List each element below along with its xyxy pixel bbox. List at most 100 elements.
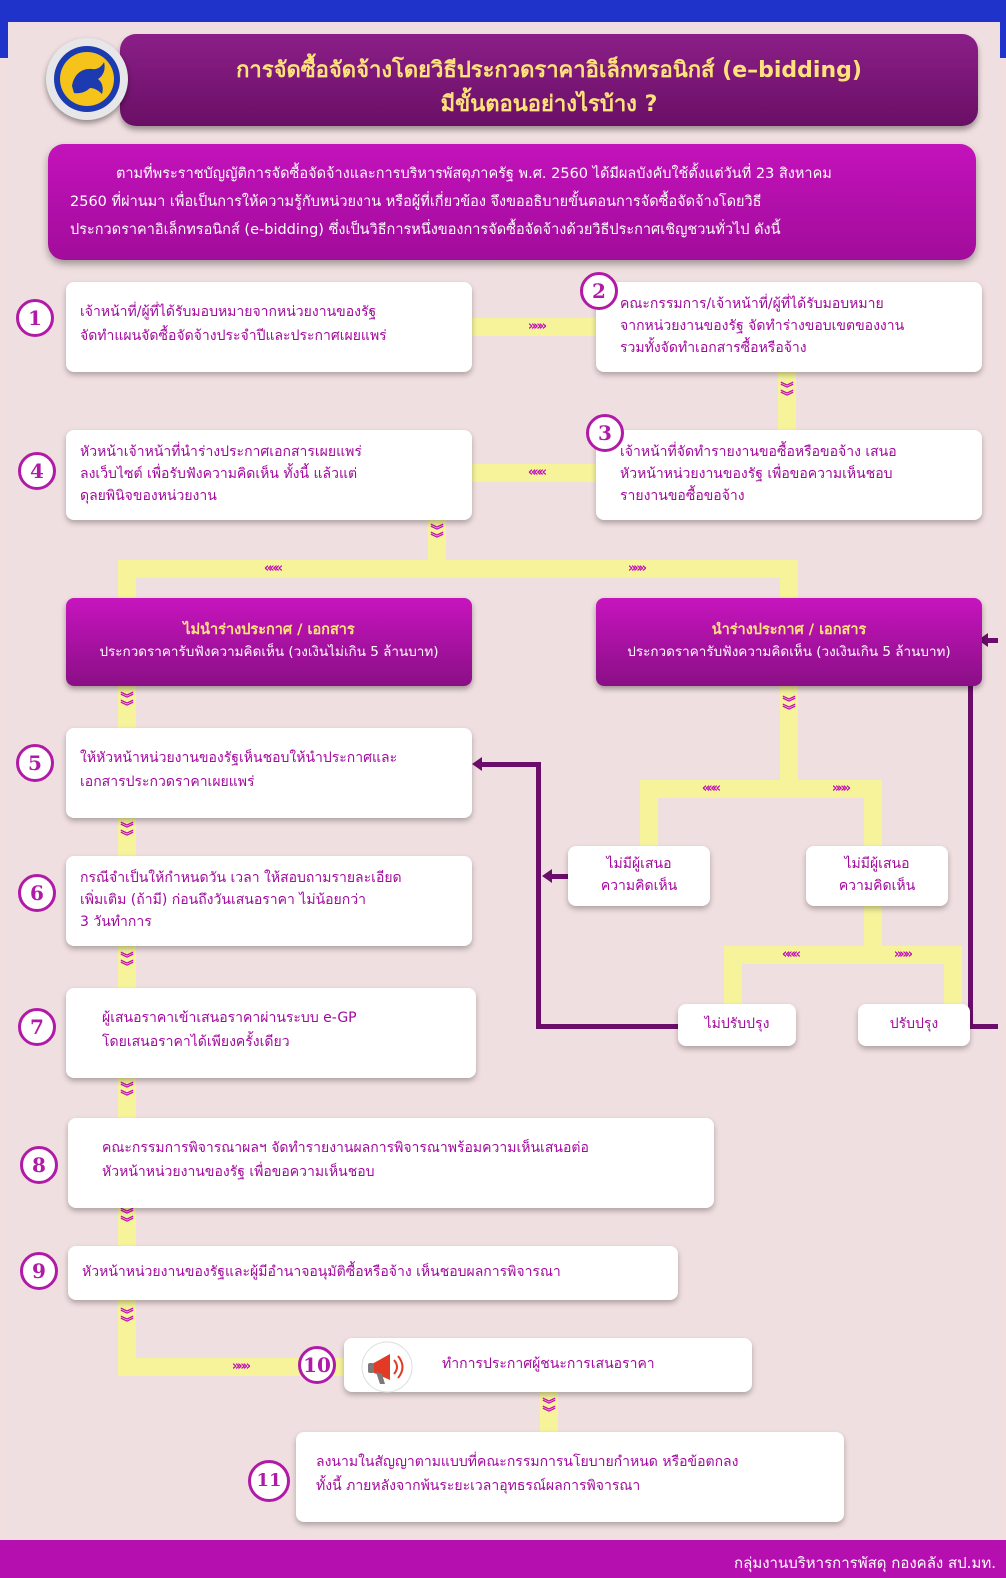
connector-right-down: [780, 686, 798, 786]
step-9-box: หัวหน้าหน่วยงานของรัฐและผู้มีอำนาจอนุมัต…: [68, 1246, 678, 1300]
step-2-line-1: คณะกรรมการ/เจ้าหน้าที่/ผู้ที่ได้รับมอบหม…: [620, 296, 884, 312]
step-7-number: 7: [18, 1008, 56, 1046]
connector-right-branch: [780, 560, 798, 602]
step-1-line-1: เจ้าหน้าที่/ผู้ที่ได้รับมอบหมายจากหน่วยง…: [80, 304, 377, 320]
step-9-number: 9: [20, 1252, 58, 1290]
step-11-line-1: ลงนามในสัญญาตามแบบที่คณะกรรมการนโยบายกำห…: [316, 1454, 739, 1470]
step-6-line-3: 3 วันทำการ: [80, 914, 152, 930]
arrow-right: »»»: [831, 781, 851, 796]
step-8-box: คณะกรรมการพิจารณาผลฯ จัดทำรายงานผลการพิจ…: [68, 1118, 714, 1208]
branch-right-box: นำร่างประกาศ / เอกสาร ประกวดราคารับฟังคว…: [596, 598, 982, 686]
opinion-none-box: ไม่มีผู้เสนอ ความคิดเห็น: [568, 846, 710, 906]
arrow-down: ︾︾: [782, 696, 796, 719]
intro-line-2: 2560 ที่ผ่านมา เพื่อเป็นการให้ความรู้กับ…: [70, 194, 762, 210]
step-5-number: 5: [16, 744, 54, 782]
step-10-number: 10: [298, 1346, 336, 1384]
return-line-improve-vertical: [968, 638, 973, 1028]
step-6-line-1: กรณีจำเป็นให้กำหนดวัน เวลา ให้สอบถามรายล…: [80, 870, 402, 886]
arrowhead-to-right-branch: [978, 633, 988, 647]
step-4-line-3: ดุลยพินิจของหน่วยงาน: [80, 488, 217, 504]
return-line-from-no-improve: [536, 1024, 682, 1029]
branch-right-sub: ประกวดราคารับฟังความคิดเห็น (วงเงินเกิน …: [627, 644, 951, 660]
step-2-number: 2: [580, 272, 618, 310]
connector-improve-split: [724, 946, 962, 964]
arrow-down: ︾︾: [120, 692, 134, 715]
arrow-down: ︾︾: [430, 524, 444, 547]
arrowhead-to-5: [472, 757, 482, 771]
arrowhead-opinion-none: [542, 869, 552, 883]
title-banner: การจัดซื้อจัดจ้างโดยวิธีประกวดราคาอิเล็ก…: [120, 34, 978, 126]
connector-opinion-has: [864, 780, 882, 850]
arrow-right: »»»: [893, 947, 913, 962]
step-2-line-2: จากหน่วยงานของรัฐ จัดทำร่างขอบเขตของงาน: [620, 318, 905, 334]
connector-to-10: [118, 1358, 354, 1376]
connector-improve-down: [864, 904, 882, 954]
return-line-vertical: [536, 762, 541, 1028]
step-1-line-2: จัดทำแผนจัดซื้อจัดจ้างประจำปีและประกาศเผ…: [80, 328, 387, 344]
step-3-box: เจ้าหน้าที่จัดทำรายงานขอซื้อหรือขอจ้าง เ…: [596, 430, 982, 520]
title-line-1: การจัดซื้อจัดจ้างโดยวิธีประกวดราคาอิเล็ก…: [236, 58, 862, 83]
step-11-box: ลงนามในสัญญาตามแบบที่คณะกรรมการนโยบายกำห…: [296, 1432, 844, 1522]
arrow-down: ︾︾: [120, 822, 134, 845]
opinion-has-box: ไม่มีผู้เสนอ ความคิดเห็น: [806, 846, 948, 906]
opinion-none-line-2: ความคิดเห็น: [600, 878, 678, 894]
opinion-has-line-2: ความคิดเห็น: [838, 878, 916, 894]
improve-label: ปรับปรุง: [889, 1016, 939, 1032]
step-8-line-2: หัวหน้าหน่วยงานของรัฐ เพื่อขอความเห็นชอบ: [102, 1164, 375, 1180]
arrow-left: «««: [701, 781, 721, 796]
step-2-line-3: รวมทั้งจัดทำเอกสารซื้อหรือจ้าง: [620, 340, 807, 356]
intro-line-1: ตามที่พระราชบัญญัติการจัดซื้อจัดจ้างและก…: [116, 166, 832, 182]
step-7-line-1: ผู้เสนอราคาเข้าเสนอราคาผ่านระบบ e-GP: [102, 1010, 357, 1026]
step-5-box: ให้หัวหน้าหน่วยงานของรัฐเห็นชอบให้นำประก…: [66, 728, 472, 818]
step-3-line-1: เจ้าหน้าที่จัดทำรายงานขอซื้อหรือขอจ้าง เ…: [620, 444, 897, 460]
improve-box: ปรับปรุง: [858, 1004, 970, 1046]
connector-improve: [944, 946, 962, 1008]
connector-opinion-split: [640, 780, 882, 798]
connector-no-improve: [724, 946, 742, 1008]
step-1-box: เจ้าหน้าที่/ผู้ที่ได้รับมอบหมายจากหน่วยง…: [66, 282, 472, 372]
branch-right-heading: นำร่างประกาศ / เอกสาร: [711, 622, 867, 638]
step-3-line-2: หัวหน้าหน่วยงานของรัฐ เพื่อขอความเห็นชอบ: [620, 466, 893, 482]
arrow-down: ︾︾: [120, 1308, 134, 1331]
step-3-number: 3: [586, 414, 624, 452]
no-improve-box: ไม่ปรับปรุง: [678, 1004, 796, 1046]
arrow-down: ︾︾: [120, 952, 134, 975]
connector-opinion-none: [640, 780, 658, 850]
arrow-right: »»»: [627, 561, 647, 576]
step-8-number: 8: [20, 1146, 58, 1184]
branch-left-sub: ประกวดราคารับฟังความคิดเห็น (วงเงินไม่เก…: [99, 644, 439, 660]
step-9-line-1: หัวหน้าหน่วยงานของรัฐและผู้มีอำนาจอนุมัต…: [82, 1264, 561, 1280]
arrow-down: ︾︾: [120, 1208, 134, 1231]
connector-4-down: [428, 520, 446, 564]
arrow-left: «««: [781, 947, 801, 962]
step-2-box: คณะกรรมการ/เจ้าหน้าที่/ผู้ที่ได้รับมอบหม…: [596, 282, 982, 372]
step-4-line-2: ลงเว็บไซต์ เพื่อรับฟังความคิดเห็น ทั้งนี…: [80, 466, 358, 482]
title-line-2: มีขั้นตอนอย่างไรบ้าง ?: [440, 92, 658, 117]
step-1-number: 1: [16, 299, 54, 337]
step-6-number: 6: [18, 874, 56, 912]
no-improve-label: ไม่ปรับปรุง: [704, 1016, 770, 1032]
opinion-has-line-1: ไม่มีผู้เสนอ: [844, 856, 910, 872]
connector-10-11: [540, 1392, 558, 1436]
connector-branch-split: [118, 560, 798, 578]
connector-2-3: [778, 372, 796, 432]
step-5-line-2: เอกสารประกวดราคาเผยแพร่: [80, 774, 255, 790]
intro-panel: ตามที่พระราชบัญญัติการจัดซื้อจัดจ้างและก…: [48, 144, 976, 260]
connector-1-2: [472, 318, 598, 336]
step-4-number: 4: [18, 452, 56, 490]
ministry-seal-logo: [46, 38, 128, 120]
step-4-box: หัวหน้าเจ้าหน้าที่นำร่างประกาศเอกสารเผยแ…: [66, 430, 472, 520]
arrow-down: ︾︾: [542, 1398, 556, 1421]
arrow-down: ︾︾: [120, 1082, 134, 1105]
return-line-improve-bottom: [968, 1024, 998, 1029]
step-6-line-2: เพิ่มเติม (ถ้ามี) ก่อนถึงวันเสนอราคา ไม่…: [80, 892, 366, 908]
arrow-down: ︾︾: [780, 382, 794, 405]
step-7-line-2: โดยเสนอราคาได้เพียงครั้งเดียว: [102, 1034, 290, 1050]
megaphone-icon: [360, 1340, 414, 1394]
connector-left-branch: [118, 560, 136, 602]
return-line-to-5: [480, 762, 540, 767]
return-line-from-opinion-none: [550, 874, 570, 879]
step-3-line-3: รายงานขอซื้อขอจ้าง: [620, 488, 745, 504]
step-4-line-1: หัวหน้าเจ้าหน้าที่นำร่างประกาศเอกสารเผยแ…: [80, 444, 362, 460]
arrow-left: «««: [263, 561, 283, 576]
